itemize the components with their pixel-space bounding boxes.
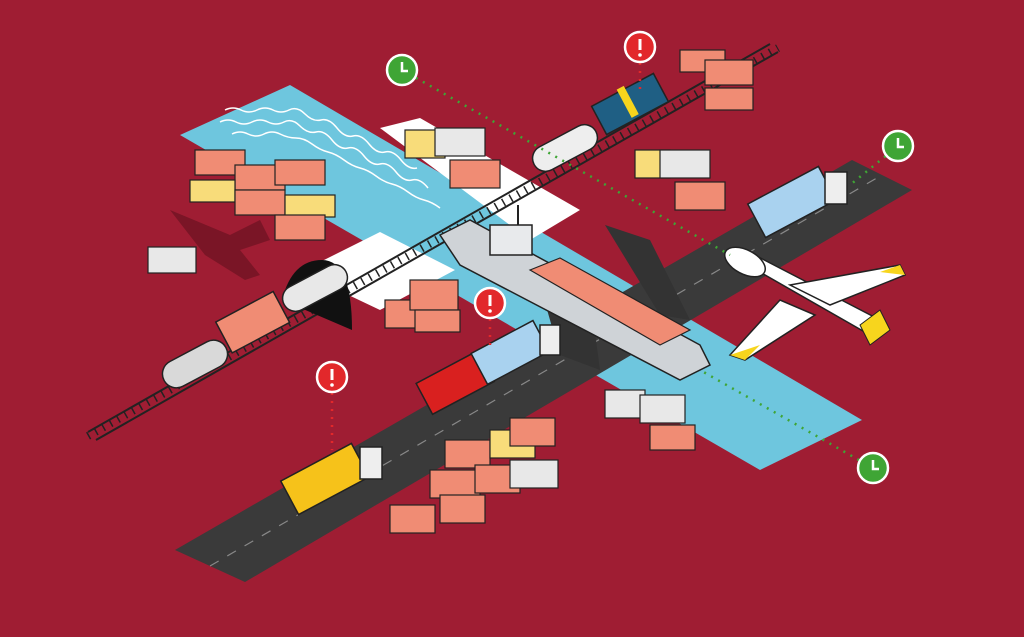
clock-icon [881,129,915,163]
train-upper [531,72,670,173]
bridge-flap-right [605,225,690,320]
river-waves [219,107,441,209]
cargo-ship [438,205,712,381]
clock-icon [385,53,419,87]
airplane [724,246,907,361]
exclamation-icon [623,30,657,64]
route-lines [401,68,899,470]
clock-icon [856,451,890,485]
train-lower [161,263,349,389]
plane-shadow [170,210,270,280]
truck-red-blue [415,319,561,416]
truck-blue [746,165,848,239]
exclamation-icon [473,286,507,320]
exclamation-icon [315,360,349,394]
container-stacks [147,49,754,534]
truck-yellow [279,442,383,516]
